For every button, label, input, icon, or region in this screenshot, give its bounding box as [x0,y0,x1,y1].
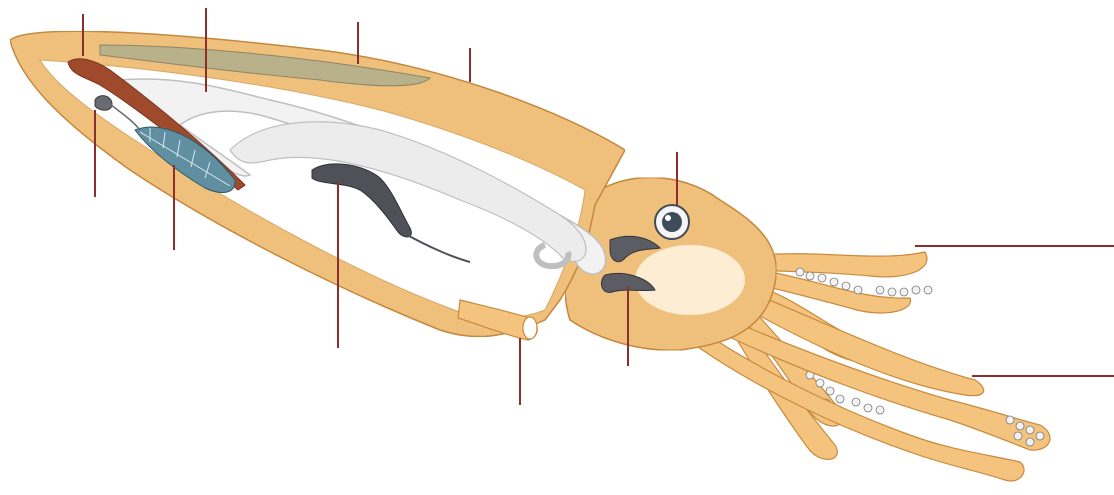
head-highlight [635,245,745,315]
siphon-opening [523,317,537,339]
eye-icon [655,205,689,239]
arm [760,252,927,277]
heart [95,96,112,111]
